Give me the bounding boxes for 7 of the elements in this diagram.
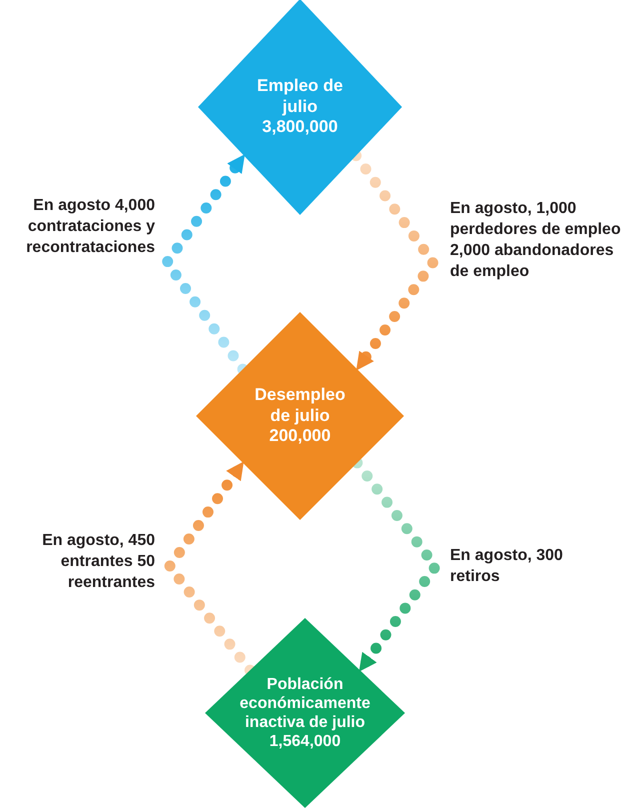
edge-label: En agosto, 450 entrantes 50 reentrantes (41, 531, 155, 593)
edge-label: En agosto, 300 retiros (450, 546, 564, 587)
node-label: Desempleo de julio 200,000 (254, 385, 346, 447)
node-label: Empleo de julio 3,800,000 (256, 76, 344, 138)
edge-label: En agosto 4,000 contrataciones y recontrataciones (25, 196, 155, 258)
edge-label: En agosto, 1,000 perdedores de empleo 2,000 abandonadores de empleo (450, 199, 622, 282)
node-label: Población económicamente inactiva de julio 1,564,000 (238, 674, 372, 752)
